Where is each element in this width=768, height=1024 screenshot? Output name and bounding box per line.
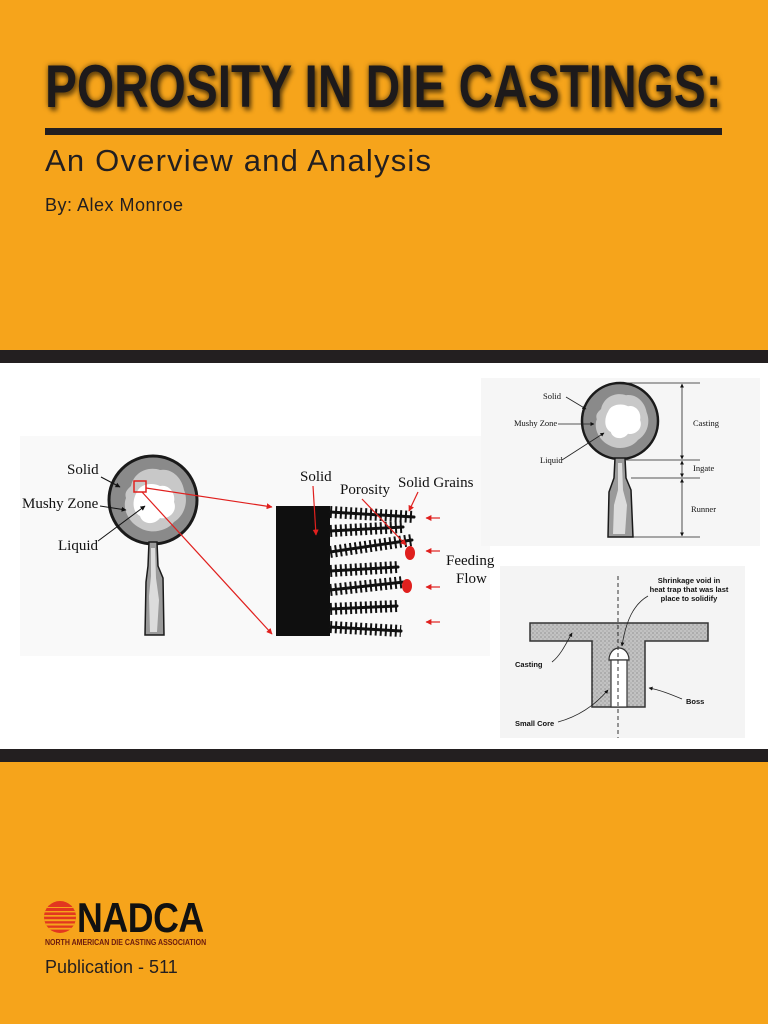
liquid-pointer (97, 505, 146, 542)
callout-line-1: Shrinkage void in (658, 576, 721, 585)
publisher-full-name: NORTH AMERICAN DIE CASTING ASSOCIATION (45, 938, 207, 947)
solidification-figure: Solid Mushy Zone Liquid (20, 436, 495, 656)
zoom-line-bottom (141, 491, 273, 635)
porosity-void (405, 546, 415, 560)
label-porosity: Porosity (340, 482, 391, 498)
label-solid: Solid (543, 391, 562, 401)
void-pointer (620, 595, 649, 647)
sphere-stripes (44, 907, 76, 930)
title-rule (45, 128, 722, 135)
figure-panel: Solid Mushy Zone Liquid (0, 363, 768, 749)
top-dark-band (0, 350, 768, 363)
label-solid-grains: Solid Grains (398, 475, 474, 491)
label-liquid: Liquid (540, 455, 563, 465)
solid-block (276, 506, 330, 636)
sphere-stripe (44, 911, 76, 913)
cover-subtitle: An Overview and Analysis (45, 143, 433, 178)
dendrite-arm (328, 538, 414, 554)
dendrite-arms (328, 506, 416, 637)
label-flow: Flow (456, 571, 487, 587)
dendrite-arm (328, 565, 400, 573)
publisher-logo-text: NADCA (77, 894, 204, 941)
porosity-pointer (361, 498, 407, 546)
cover-title: POROSITY IN DIE CASTINGS: (45, 53, 722, 120)
callout-line-3: place to solidify (661, 594, 719, 603)
sphere-stripe (44, 919, 76, 922)
label-small-core: Small Core (515, 719, 554, 728)
solid-pointer (100, 476, 121, 488)
publication-number: Publication - 511 (45, 957, 178, 977)
sphere-stripe (44, 927, 76, 930)
label-liquid: Liquid (58, 538, 98, 554)
small-core (610, 659, 628, 708)
sphere-stripe (44, 907, 76, 908)
bottom-dark-band (0, 749, 768, 762)
label-detail-solid: Solid (300, 469, 332, 485)
detail-solid-pointer (312, 485, 319, 536)
liquid-pointer (561, 432, 605, 461)
label-casting: Casting (693, 418, 720, 428)
label-boss: Boss (686, 697, 704, 706)
label-feeding: Feeding (446, 553, 495, 569)
casting-layout-figure: Solid Mushy Zone Liquid Casting Ingate R… (481, 378, 760, 546)
dendrite-arm (328, 625, 403, 633)
label-ingate: Ingate (693, 463, 714, 473)
boss-pointer (648, 686, 683, 700)
porosity-void (402, 579, 412, 593)
casting-stem-core (149, 548, 159, 632)
shrinkage-void-figure: Shrinkage void in heat trap that was las… (500, 566, 745, 738)
sphere-stripe (44, 923, 76, 926)
mushy-zone-pointer (99, 505, 127, 512)
shrinkage-void (608, 647, 630, 661)
label-casting: Casting (515, 660, 543, 669)
zoom-line-top (145, 487, 273, 510)
dendrite-arm (328, 510, 416, 519)
dendrite-arm (328, 525, 405, 533)
detail-selection-box (133, 480, 147, 493)
dendrite-arm (328, 580, 406, 592)
figures-svg: Solid Mushy Zone Liquid (20, 378, 760, 738)
cover-author: By: Alex Monroe (45, 195, 184, 215)
label-mushy-zone: Mushy Zone (514, 418, 557, 428)
solid-grains-pointer (408, 491, 419, 512)
label-mushy-zone: Mushy Zone (22, 496, 99, 512)
small-core-pointer (557, 689, 609, 723)
callout-line-2: heat trap that was last (650, 585, 729, 594)
runner-stem-core (613, 463, 627, 534)
figures-layer: Solid Mushy Zone Liquid (20, 378, 760, 738)
casting-pointer (551, 632, 573, 663)
label-solid: Solid (67, 462, 99, 478)
solid-pointer (565, 396, 587, 410)
sphere-stripe (44, 915, 76, 917)
striped-sphere-icon (44, 901, 76, 933)
label-runner: Runner (691, 504, 716, 514)
dendrite-arm (328, 604, 399, 611)
